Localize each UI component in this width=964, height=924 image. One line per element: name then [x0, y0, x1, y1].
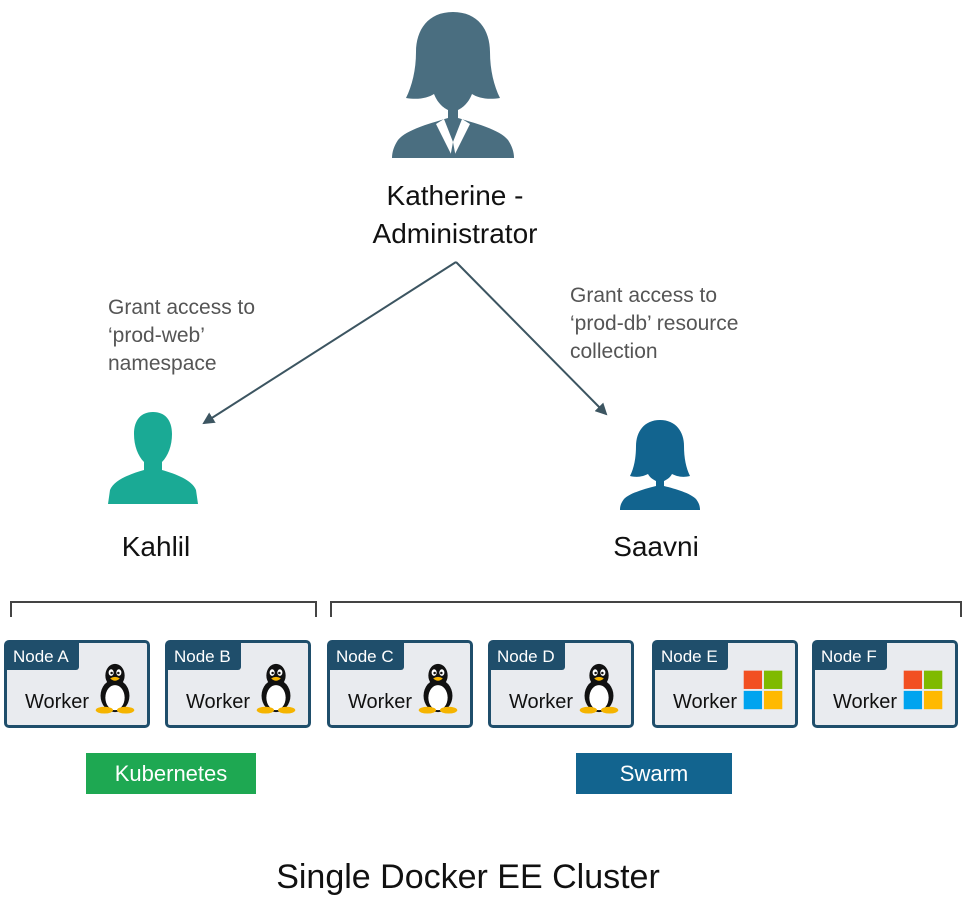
- linux-tux-icon: [579, 663, 619, 714]
- grant-text-kahlil: Grant access to ‘prod-web’ namespace: [108, 294, 255, 378]
- arrow-to-kahlil: [202, 261, 457, 425]
- linux-tux-icon: [418, 663, 458, 714]
- grant-line: namespace: [108, 352, 217, 375]
- node-label: Node E: [655, 643, 728, 670]
- linux-tux-icon: [95, 663, 135, 714]
- node-role: Worker: [509, 691, 574, 713]
- swarm-bracket: [330, 601, 962, 617]
- node-label: Node C: [330, 643, 404, 670]
- node-d: Node D Worker: [488, 640, 634, 728]
- admin-female-user-icon: [392, 12, 514, 158]
- windows-logo-icon: [743, 670, 783, 710]
- node-c: Node C Worker: [327, 640, 473, 728]
- kahlil-male-user-icon: [108, 412, 198, 504]
- node-role: Worker: [348, 691, 413, 713]
- node-role: Worker: [25, 691, 90, 713]
- grant-line: Grant access to: [570, 284, 718, 307]
- node-a: Node A Worker: [4, 640, 150, 728]
- node-label: Node B: [168, 643, 241, 670]
- node-label: Node F: [815, 643, 887, 670]
- node-b: Node B Worker: [165, 640, 311, 728]
- node-e: Node E Worker: [652, 640, 798, 728]
- grant-line: ‘prod-web’: [108, 324, 205, 347]
- admin-name-line2: Administrator: [372, 218, 538, 249]
- swarm-tag: Swarm: [576, 753, 732, 794]
- admin-name-line1: Katherine -: [386, 180, 524, 211]
- saavni-name: Saavni: [613, 531, 699, 562]
- grant-text-saavni: Grant access to ‘prod-db’ resource colle…: [570, 282, 738, 366]
- linux-tux-icon: [256, 663, 296, 714]
- grant-line: Grant access to: [108, 296, 256, 319]
- cluster-caption: Single Docker EE Cluster: [276, 858, 660, 896]
- node-role: Worker: [186, 691, 251, 713]
- grant-line: ‘prod-db’ resource: [570, 312, 739, 335]
- node-label: Node A: [7, 643, 79, 670]
- node-role: Worker: [673, 691, 738, 713]
- grant-line: collection: [570, 340, 658, 363]
- node-label: Node D: [491, 643, 565, 670]
- windows-logo-icon: [903, 670, 943, 710]
- kubernetes-tag: Kubernetes: [86, 753, 256, 794]
- kahlil-name: Kahlil: [121, 531, 191, 562]
- node-role: Worker: [833, 691, 898, 713]
- arrow-to-saavni: [455, 261, 608, 416]
- kubernetes-bracket: [10, 601, 317, 617]
- node-f: Node F Worker: [812, 640, 958, 728]
- admin-name: Katherine - Administrator: [320, 177, 590, 253]
- saavni-female-user-icon: [620, 420, 700, 510]
